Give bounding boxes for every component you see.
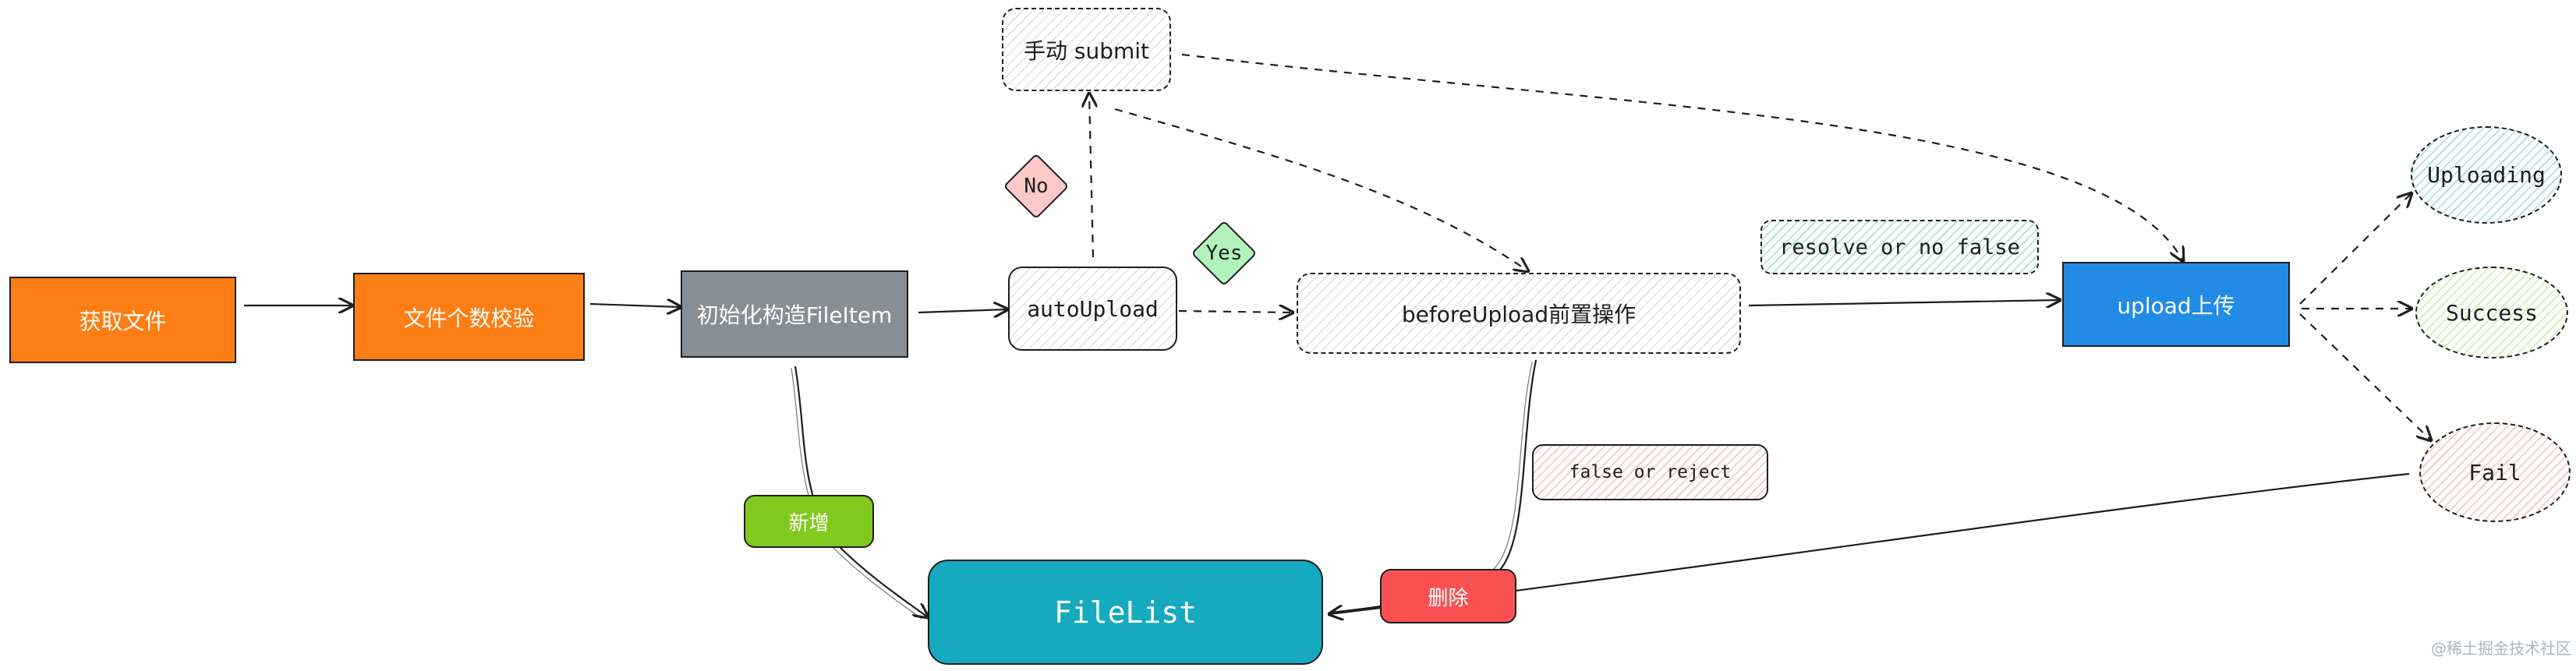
reject-tag: false or reject [1532,444,1768,500]
success-node: Success [2415,267,2568,358]
count-check-label: 文件个数校验 [403,305,535,331]
arrow-before-to-upload [1748,300,2060,305]
arrow-upload-to-uploading-dashed [2299,193,2411,305]
get-file-node: 获取文件 [9,277,236,363]
line-init-to-filelist [794,366,928,617]
no-label: No [1024,175,1049,198]
filelist-node: FileList [928,560,1323,665]
add-tag: 新增 [744,495,874,548]
resolve-label: resolve or no false [1779,235,2020,260]
arrow-upload-to-fail-dashed [2299,313,2431,440]
auto-upload-label: autoUpload [1027,295,1159,322]
count-check-node: 文件个数校验 [353,273,585,361]
resolve-tag: resolve or no false [1760,220,2039,274]
delete-tag: 删除 [1380,569,1516,623]
auto-upload-node: autoUpload [1008,267,1177,351]
reject-label: false or reject [1569,462,1732,482]
delete-label: 删除 [1428,586,1469,610]
add-label: 新增 [788,511,830,535]
manual-submit-node: 手动 submit [1002,8,1171,91]
arrow-auto-to-submit-dashed [1089,94,1093,258]
uploading-label: Uploading [2427,162,2546,188]
arrow-auto-to-before-dashed [1178,311,1293,313]
get-file-label: 获取文件 [79,308,167,334]
filelist-label: FileList [1053,595,1198,630]
yes-label: Yes [1205,242,1243,265]
init-fileitem-label: 初始化构造FileItem [696,302,893,328]
before-upload-node: beforeUpload前置操作 [1297,273,1741,354]
fail-label: Fail [2468,459,2521,486]
arrow-init-to-auto [918,309,1007,313]
fail-node: Fail [2419,422,2571,522]
upload-node: upload上传 [2062,262,2290,347]
manual-submit-label: 手动 submit [1023,37,1150,64]
arrow-submit-to-before-dashed [1114,108,1528,271]
upload-label: upload上传 [2117,292,2235,319]
uploading-node: Uploading [2411,126,2562,224]
arrow-count-to-init [589,304,681,307]
watermark-text: @稀土掘金技术社区 [2431,639,2571,658]
before-upload-label: beforeUpload前置操作 [1401,302,1637,327]
init-fileitem-node: 初始化构造FileItem [681,270,908,358]
success-label: Success [2445,299,2538,326]
